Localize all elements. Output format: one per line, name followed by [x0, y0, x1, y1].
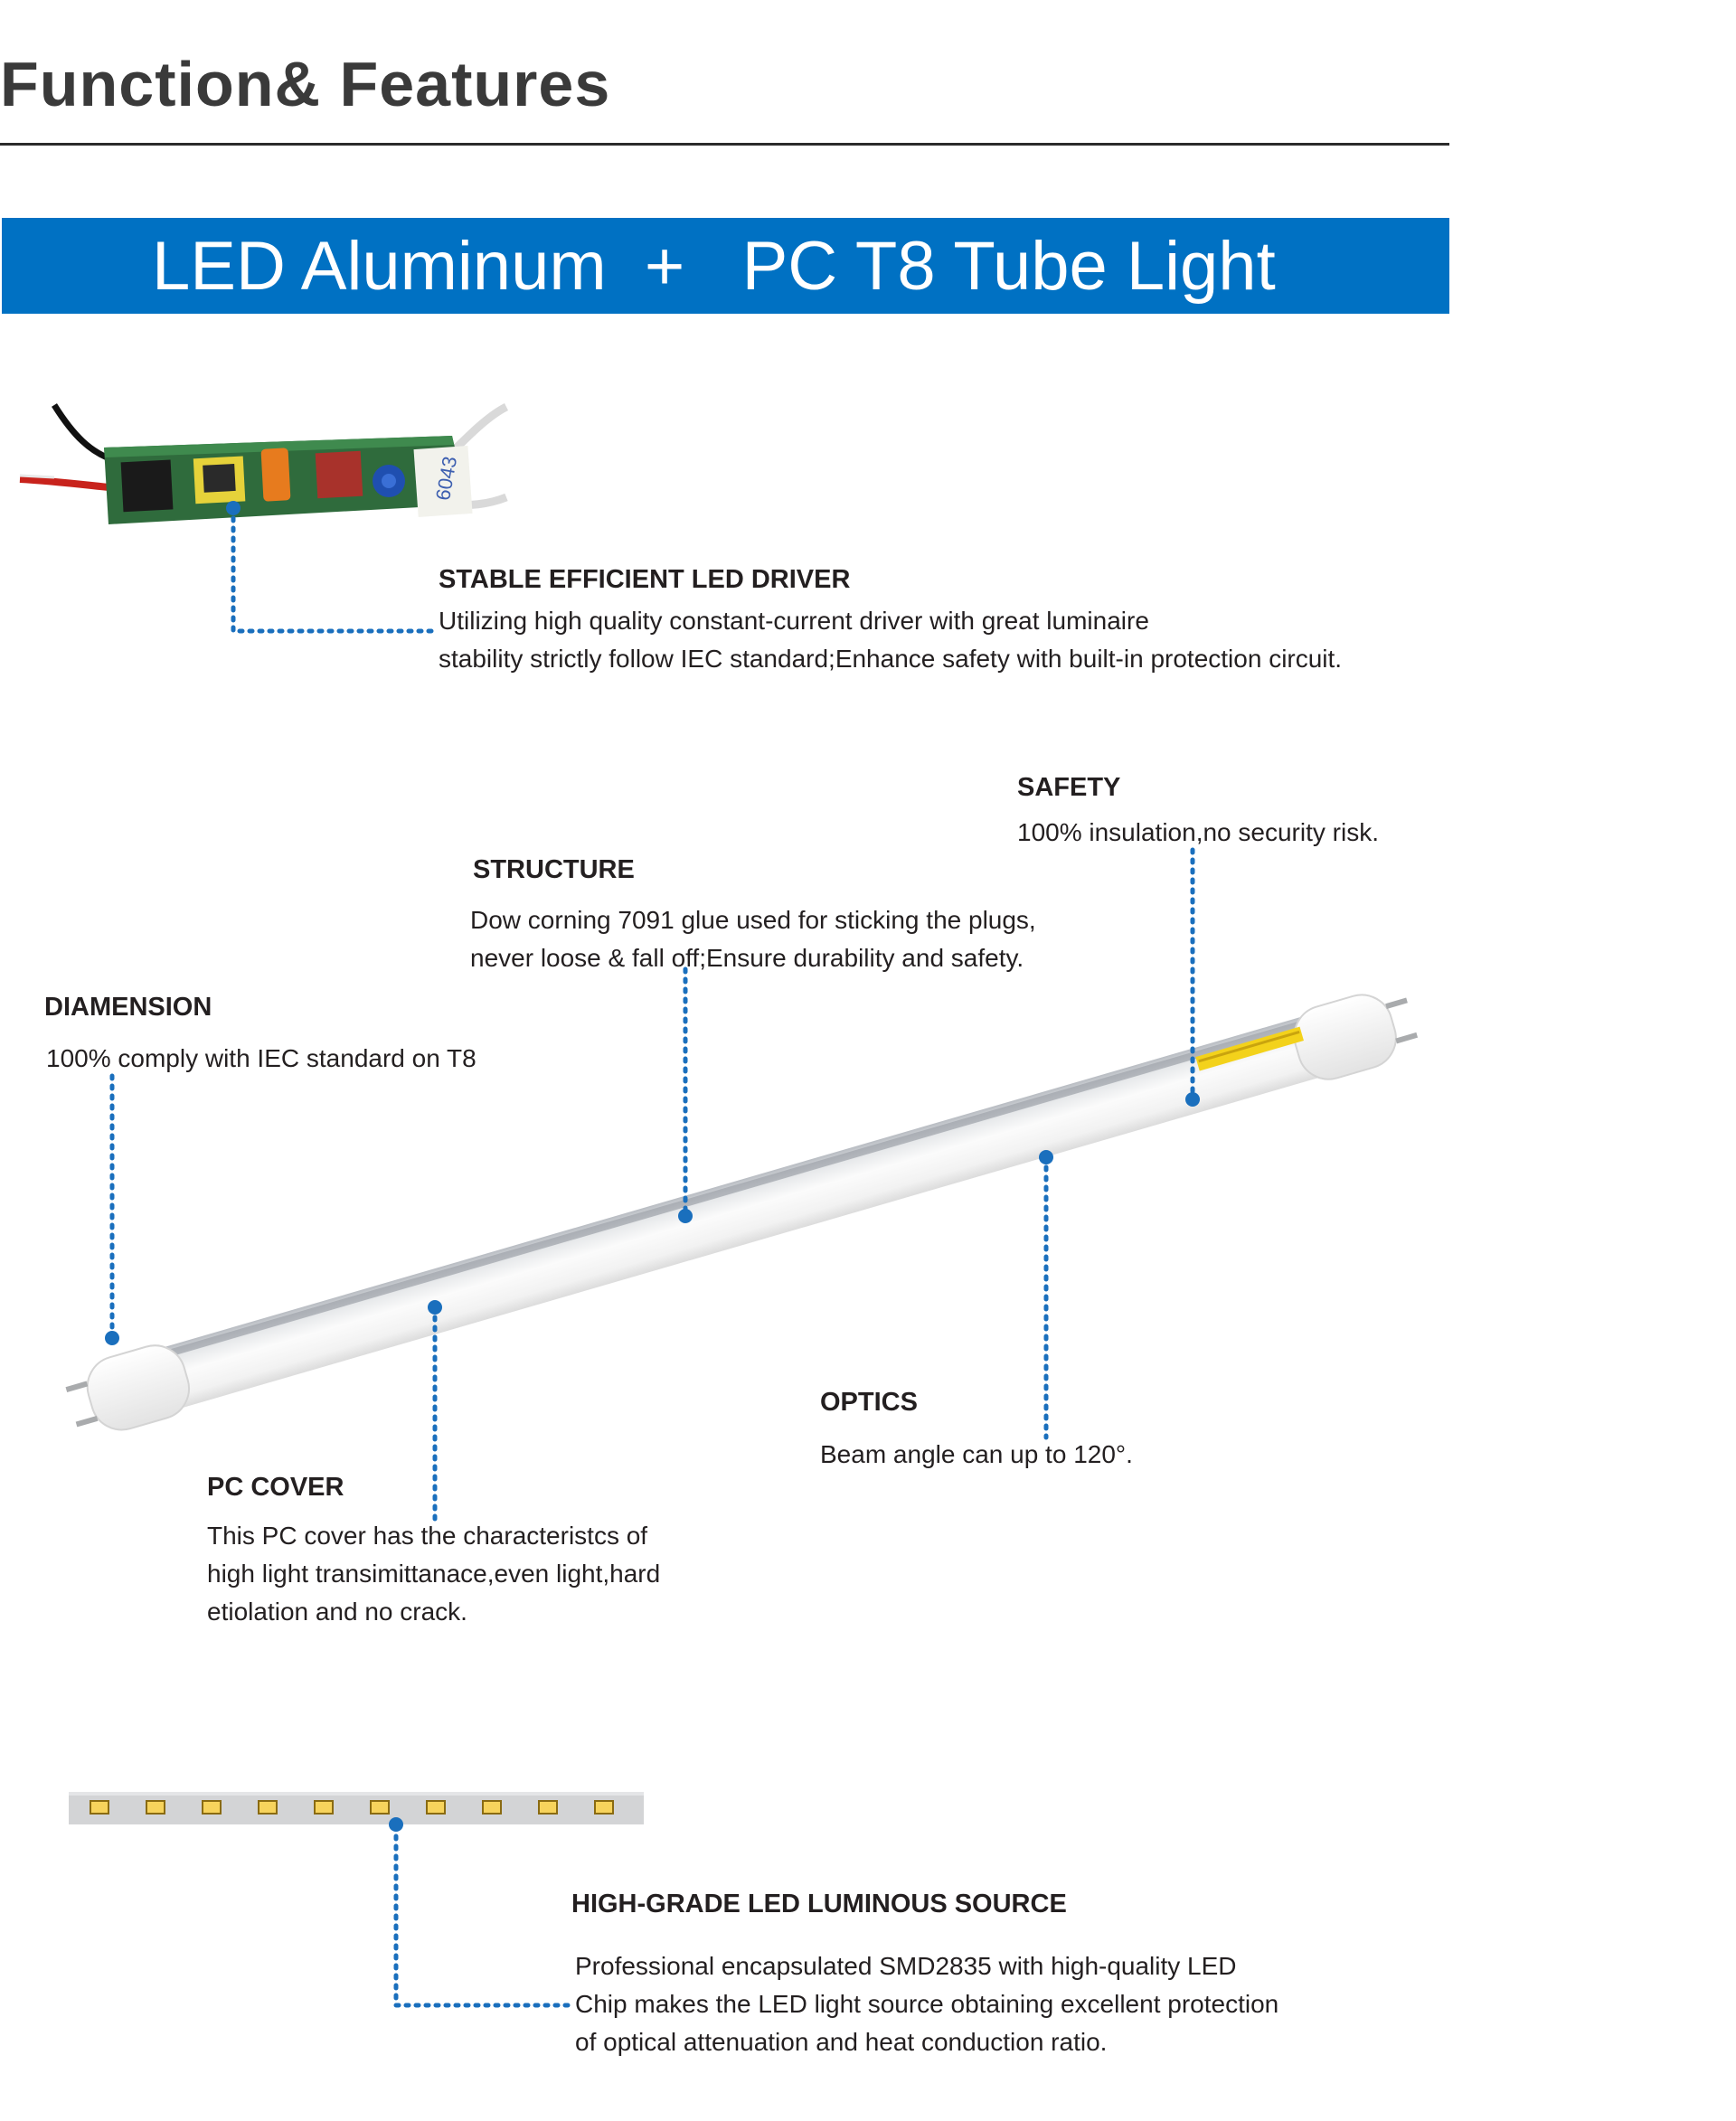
led-strip-image	[69, 1792, 644, 1824]
pc-cover-line: etiolation and no crack.	[207, 1598, 467, 1626]
safety-heading: SAFETY	[1017, 773, 1121, 802]
safety-line: 100% insulation,no security risk.	[1017, 818, 1379, 846]
dimension-line: 100% comply with IEC standard on T8	[46, 1044, 476, 1072]
led-source-line: of optical attenuation and heat conducti…	[575, 2028, 1108, 2056]
driver-description: Utilizing high quality constant-current …	[439, 602, 1342, 678]
dimension-description: 100% comply with IEC standard on T8	[46, 1040, 476, 1078]
title-divider	[0, 143, 1449, 146]
t8-tube-light-image	[65, 994, 1419, 1431]
structure-line: Dow corning 7091 glue used for sticking …	[470, 906, 1036, 934]
driver-heading: STABLE EFFICIENT LED DRIVER	[439, 565, 851, 594]
led-driver-board-image: 6043	[19, 402, 509, 524]
led-source-line: Professional encapsulated SMD2835 with h…	[575, 1952, 1237, 1980]
pc-cover-line: high light transimittanace,even light,ha…	[207, 1560, 661, 1588]
optics-heading: OPTICS	[820, 1388, 918, 1417]
structure-heading: STRUCTURE	[473, 855, 635, 884]
safety-description: 100% insulation,no security risk.	[1017, 814, 1379, 852]
pc-cover-heading: PC COVER	[207, 1473, 344, 1502]
led-source-line: Chip makes the LED light source obtainin…	[575, 1990, 1279, 2018]
driver-line: stability strictly follow IEC standard;E…	[439, 645, 1343, 673]
structure-description: Dow corning 7091 glue used for sticking …	[470, 901, 1036, 977]
driver-line: Utilizing high quality constant-current …	[439, 607, 1149, 635]
product-banner: LED Aluminum + PC T8 Tube Light	[2, 218, 1449, 314]
pc-cover-line: This PC cover has the characteristcs of	[207, 1522, 648, 1550]
page-title: Function& Features	[0, 49, 611, 119]
optics-description: Beam angle can up to 120°.	[820, 1436, 1133, 1474]
structure-line: never loose & fall off;Ensure durability…	[470, 944, 1024, 972]
led-source-description: Professional encapsulated SMD2835 with h…	[575, 1947, 1278, 2061]
pc-cover-description: This PC cover has the characteristcs of …	[207, 1517, 660, 1631]
optics-line: Beam angle can up to 120°.	[820, 1440, 1133, 1468]
banner-text: LED Aluminum + PC T8 Tube Light	[152, 228, 1276, 305]
led-source-heading: HIGH-GRADE LED LUMINOUS SOURCE	[571, 1890, 1067, 1918]
dimension-heading: DIAMENSION	[44, 993, 212, 1022]
